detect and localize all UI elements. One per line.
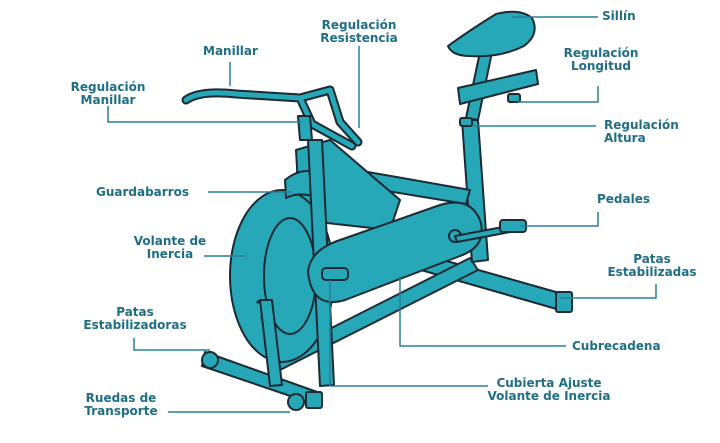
label-cubierta-ajuste: Cubierta Ajuste Volante de Inercia [484, 377, 614, 403]
label-regulacion-manillar: Regulación Manillar [62, 81, 154, 107]
label-pedales: Pedales [597, 193, 650, 206]
flywheel-dot [256, 300, 260, 304]
transport-wheel [287, 393, 305, 411]
label-line: Altura [604, 131, 646, 145]
handlebar-fill [183, 87, 361, 149]
label-line: Cubrecadena [572, 339, 661, 353]
label-manillar: Manillar [203, 45, 258, 58]
height-knob [459, 117, 473, 127]
leader-cubierta-ajuste [329, 280, 488, 387]
leader-regulacion-longitud [518, 86, 599, 103]
label-regulacion-resistencia: Regulación Resistencia [310, 19, 408, 45]
label-sillin: Sillín [602, 10, 636, 23]
label-line: Manillar [80, 93, 136, 107]
label-guardabarros: Guardabarros [96, 186, 189, 199]
label-line: Ruedas de [85, 391, 157, 405]
label-line: Regulación [604, 118, 679, 132]
leader-patas-estabilizadoras [133, 338, 210, 351]
label-line: Transporte [84, 404, 158, 418]
leader-pedales [520, 212, 599, 227]
label-line: Volante de [133, 234, 207, 248]
label-line: Sillín [602, 9, 636, 23]
label-line: Regulación [563, 46, 639, 60]
label-line: Regulación [321, 18, 397, 32]
label-line: Resistencia [320, 31, 398, 45]
label-line: Estabilizadas [607, 265, 697, 279]
label-line: Pedales [597, 192, 651, 206]
label-line: Estabilizadoras [83, 318, 187, 332]
label-line: Guardabarros [96, 185, 190, 199]
label-ruedas-transporte: Ruedas de Transporte [78, 392, 164, 418]
rear-foot-pad [555, 291, 573, 313]
label-volante-inercia: Volante de Inercia [128, 235, 212, 261]
label-regulacion-longitud: Regulación Longitud [556, 47, 646, 73]
label-line: Patas [116, 305, 154, 319]
label-cubrecadena: Cubrecadena [572, 340, 661, 353]
label-line: Volante de Inercia [487, 389, 611, 403]
label-line: Inercia [146, 247, 194, 261]
handlebar-stem [297, 115, 313, 141]
front-upright-back [259, 299, 283, 387]
label-line: Patas [633, 252, 671, 266]
length-knob [507, 93, 521, 103]
leader-regulacion-manillar [107, 106, 302, 123]
label-line: Regulación [70, 80, 146, 94]
label-line: Longitud [570, 59, 631, 73]
front-foot-pad [305, 391, 323, 409]
label-patas-estabilizadoras: Patas Estabilizadoras [80, 306, 190, 332]
label-patas-estabilizadas: Patas Estabilizadas [604, 253, 700, 279]
saddle [447, 10, 536, 58]
label-line: Manillar [203, 44, 258, 58]
label-regulacion-altura: Regulación Altura [604, 119, 679, 145]
leader-patas-estabilizadas [560, 284, 657, 299]
label-line: Cubierta Ajuste [496, 376, 602, 390]
leader-cubrecadena [399, 276, 566, 347]
leader-lines [107, 16, 657, 413]
adjust-cover-slot [321, 267, 349, 281]
transport-wheel [201, 351, 219, 369]
seat-slide [457, 69, 539, 105]
